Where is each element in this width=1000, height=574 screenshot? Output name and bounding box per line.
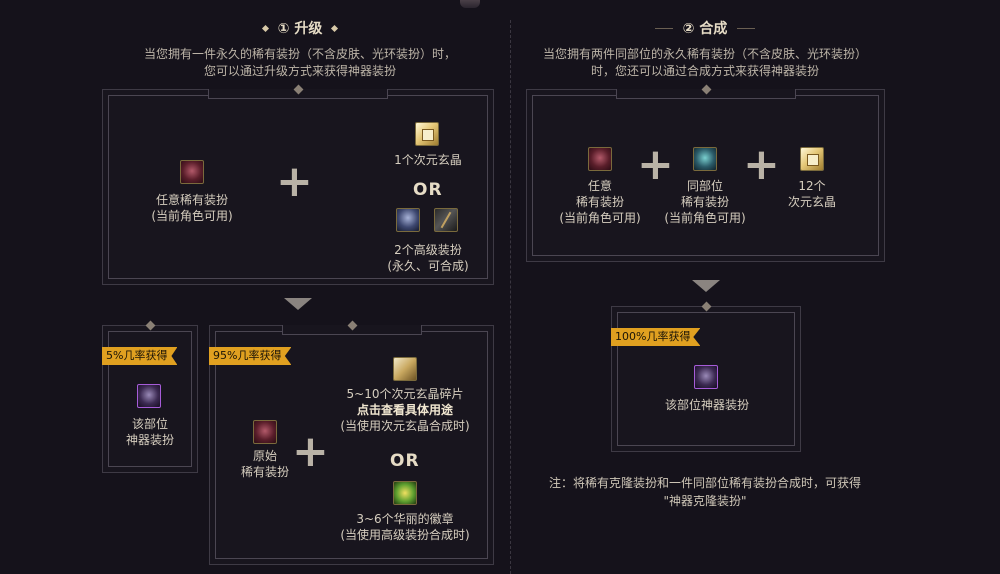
- option2-line1: 2个高级装扮: [394, 243, 462, 257]
- probability-tag: 5%几率获得: [102, 347, 178, 365]
- compose-note: 注：将稀有克隆装扮和一件同部位稀有装扮合成时，可获得 "神器克隆装扮": [515, 474, 895, 510]
- result-b-left-line1: 原始: [252, 449, 277, 463]
- compose-description: 当您拥有两件同部位的永久稀有装扮（不含皮肤、光环装扮） 时，您还可以通过合成方式…: [515, 46, 895, 80]
- advanced-costume-icon: [396, 208, 420, 232]
- item1-line2: 稀有装扮: [575, 195, 624, 209]
- artifact-costume-label: 该部位 神器装扮: [104, 416, 196, 448]
- panel-notch-dot: [145, 320, 156, 331]
- item2-line1: 同部位: [686, 179, 723, 193]
- upgrade-desc-line1: 当您拥有一件永久的稀有装扮（不含皮肤、光环装扮）时，: [143, 47, 456, 61]
- badge-line2: (当使用高级装扮合成时): [340, 528, 470, 542]
- option1-label: 1个次元玄晶: [394, 153, 462, 167]
- plus-icon: +: [276, 156, 313, 207]
- option2-label: 2个高级装扮 (永久、可合成): [368, 242, 488, 274]
- title-ornament-right: [331, 24, 339, 32]
- item2-line3: (当前角色可用): [664, 211, 746, 225]
- badge-label: 3~6个华丽的徽章 (当使用高级装扮合成时): [330, 511, 480, 543]
- probability-tag: 95%几率获得: [209, 347, 292, 365]
- same-slot-costume-label: 同部位 稀有装扮 (当前角色可用): [655, 178, 755, 226]
- any-rare-costume-label: 任意 稀有装扮 (当前角色可用): [550, 178, 650, 226]
- panel-notch-dot: [701, 301, 712, 312]
- title-line-right: [737, 27, 756, 29]
- badge-line1: 3~6个华丽的徽章: [356, 512, 454, 526]
- artifact-costume-label: 该部位神器装扮: [664, 398, 749, 412]
- upgrade-desc-line2: 您可以通过升级方式来获得神器装扮: [203, 64, 396, 78]
- upgrade-description: 当您拥有一件永久的稀有装扮（不含皮肤、光环装扮）时， 您可以通过升级方式来获得神…: [100, 46, 500, 80]
- rare-costume-icon: [588, 147, 612, 171]
- plus-icon: +: [743, 139, 780, 190]
- probability-tag: 100%几率获得: [611, 328, 701, 346]
- shard-line3: (当使用次元玄晶合成时): [340, 419, 470, 433]
- panel-inner-border: [617, 312, 795, 446]
- note-line1: 注：将稀有克隆装扮和一件同部位稀有装扮合成时，可获得: [548, 476, 861, 490]
- dimension-crystal-icon: [415, 122, 439, 146]
- same-slot-costume-icon: [693, 147, 717, 171]
- top-ornament: [460, 0, 480, 8]
- compose-section-title: ② 合成: [630, 18, 780, 38]
- upgrade-recipe-panel: [102, 84, 494, 285]
- original-costume-label: 原始 稀有装扮: [225, 448, 305, 480]
- input-line1: 任意稀有装扮: [155, 193, 228, 207]
- artifact-costume-icon: [694, 365, 718, 389]
- gorgeous-badge-icon: [393, 481, 417, 505]
- crystal-shard-icon: [393, 357, 417, 381]
- panel-inner-border: [108, 331, 192, 467]
- rare-costume-icon: [253, 420, 277, 444]
- crystal-shard-label: 5~10个次元玄晶碎片 点击查看具体用途 (当使用次元玄晶合成时): [330, 386, 480, 434]
- option2-line2: (永久、可合成): [387, 259, 469, 273]
- title-ornament-left: [261, 24, 269, 32]
- view-usage-link[interactable]: 点击查看具体用途: [356, 403, 453, 417]
- upgrade-section-title: ① 升级: [230, 18, 370, 38]
- plus-icon: +: [637, 139, 674, 190]
- item3-line2: 次元玄晶: [787, 195, 836, 209]
- shard-line1: 5~10个次元玄晶碎片: [346, 387, 464, 401]
- down-arrow-icon: [692, 280, 720, 292]
- or-label: OR: [390, 451, 420, 471]
- title-line-left: [654, 27, 673, 29]
- compose-recipe-panel: [526, 84, 885, 262]
- advanced-weapon-costume-icon: [434, 208, 458, 232]
- section-divider: [510, 20, 511, 574]
- item1-line3: (当前角色可用): [559, 211, 641, 225]
- result-a-line1: 该部位: [131, 417, 168, 431]
- compose-desc-line2: 时，您还可以通过合成方式来获得神器装扮: [590, 64, 819, 78]
- note-line2: "神器克隆装扮": [663, 494, 747, 508]
- crystal-count-label: 12个 次元玄晶: [762, 178, 862, 210]
- item3-line1: 12个: [798, 179, 826, 193]
- result-95pct-panel: [209, 320, 494, 565]
- dimension-crystal-icon: [800, 147, 824, 171]
- result-a-line2: 神器装扮: [125, 433, 174, 447]
- panel-inner-border: [532, 95, 879, 256]
- any-rare-costume-label: 任意稀有装扮 (当前角色可用): [132, 192, 252, 224]
- input-line2: (当前角色可用): [151, 209, 233, 223]
- result-b-left-line2: 稀有装扮: [240, 465, 289, 479]
- or-label: OR: [413, 180, 443, 200]
- item2-line2: 稀有装扮: [680, 195, 729, 209]
- rare-costume-icon: [180, 160, 204, 184]
- down-arrow-icon: [284, 298, 312, 310]
- upgrade-title-text: ① 升级: [277, 21, 323, 37]
- compose-desc-line1: 当您拥有两件同部位的永久稀有装扮（不含皮肤、光环装扮）: [542, 47, 867, 61]
- plus-icon: +: [292, 426, 329, 477]
- artifact-costume-icon: [137, 384, 161, 408]
- item1-line1: 任意: [587, 179, 612, 193]
- compose-title-text: ② 合成: [682, 21, 728, 37]
